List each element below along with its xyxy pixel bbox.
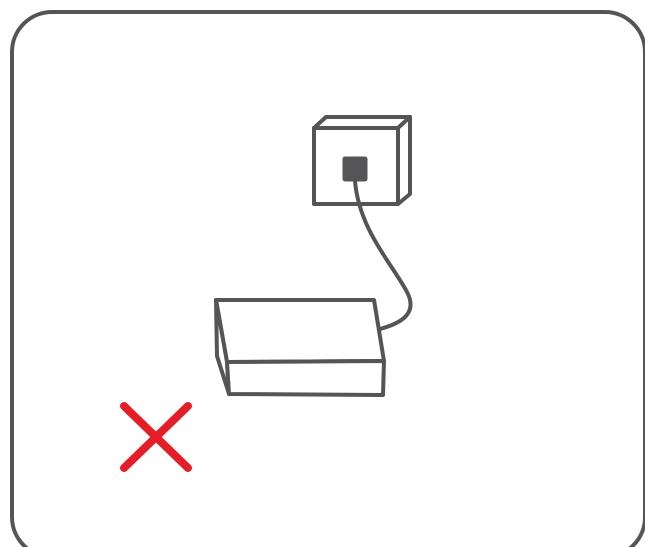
- adapter-top-face: [216, 300, 384, 362]
- adapter-front-face: [227, 361, 384, 395]
- panel-frame: [12, 12, 645, 547]
- power-adapter-icon: [216, 300, 384, 395]
- wall-outlet-icon: [314, 117, 410, 204]
- outlet-socket: [343, 157, 367, 181]
